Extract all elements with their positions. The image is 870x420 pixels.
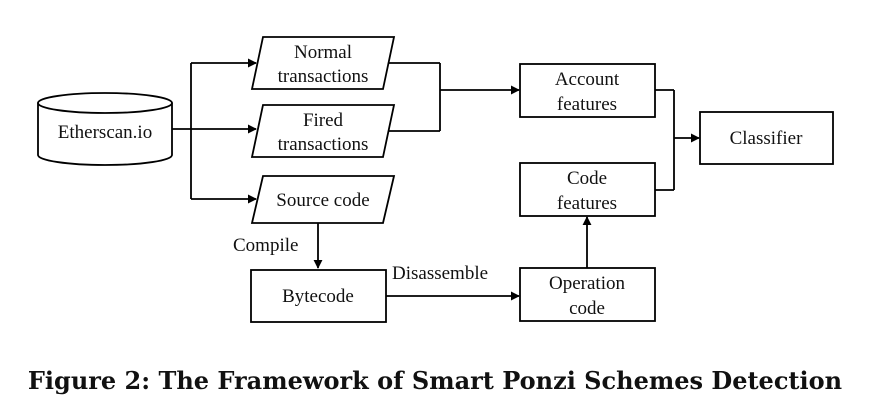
compile-label: Compile bbox=[233, 235, 298, 256]
classifier-label: Classifier bbox=[730, 128, 803, 149]
normal-transactions-node: Normal transactions bbox=[250, 36, 396, 90]
disassemble-label: Disassemble bbox=[392, 263, 488, 284]
operation-code-line1: Operation bbox=[549, 273, 625, 294]
classifier-node: Classifier bbox=[699, 111, 834, 165]
normal-transactions-line2: transactions bbox=[278, 66, 369, 87]
operation-code-node: Operation code bbox=[519, 267, 656, 322]
fired-transactions-line2: transactions bbox=[278, 134, 369, 155]
account-features-node: Account features bbox=[519, 63, 656, 118]
fired-transactions-line1: Fired bbox=[303, 110, 344, 131]
fired-transactions-node: Fired transactions bbox=[250, 104, 396, 158]
code-features-node: Code features bbox=[519, 162, 656, 217]
etherscan-label: Etherscan.io bbox=[58, 122, 152, 143]
code-features-line2: features bbox=[557, 193, 617, 214]
operation-code-line2: code bbox=[569, 298, 605, 319]
bytecode-label: Bytecode bbox=[282, 286, 354, 307]
normal-transactions-line1: Normal bbox=[294, 42, 352, 63]
account-features-line1: Account bbox=[555, 69, 620, 90]
figure-caption: Figure 2: The Framework of Smart Ponzi S… bbox=[27, 366, 843, 395]
bytecode-node: Bytecode bbox=[250, 269, 387, 323]
framework-diagram: Etherscan.io Normal transactions Fired t… bbox=[37, 36, 834, 323]
source-code-label: Source code bbox=[276, 190, 369, 211]
etherscan-database: Etherscan.io bbox=[37, 92, 173, 166]
account-features-line2: features bbox=[557, 94, 617, 115]
code-features-line1: Code bbox=[567, 168, 607, 189]
source-code-node: Source code bbox=[250, 175, 396, 224]
